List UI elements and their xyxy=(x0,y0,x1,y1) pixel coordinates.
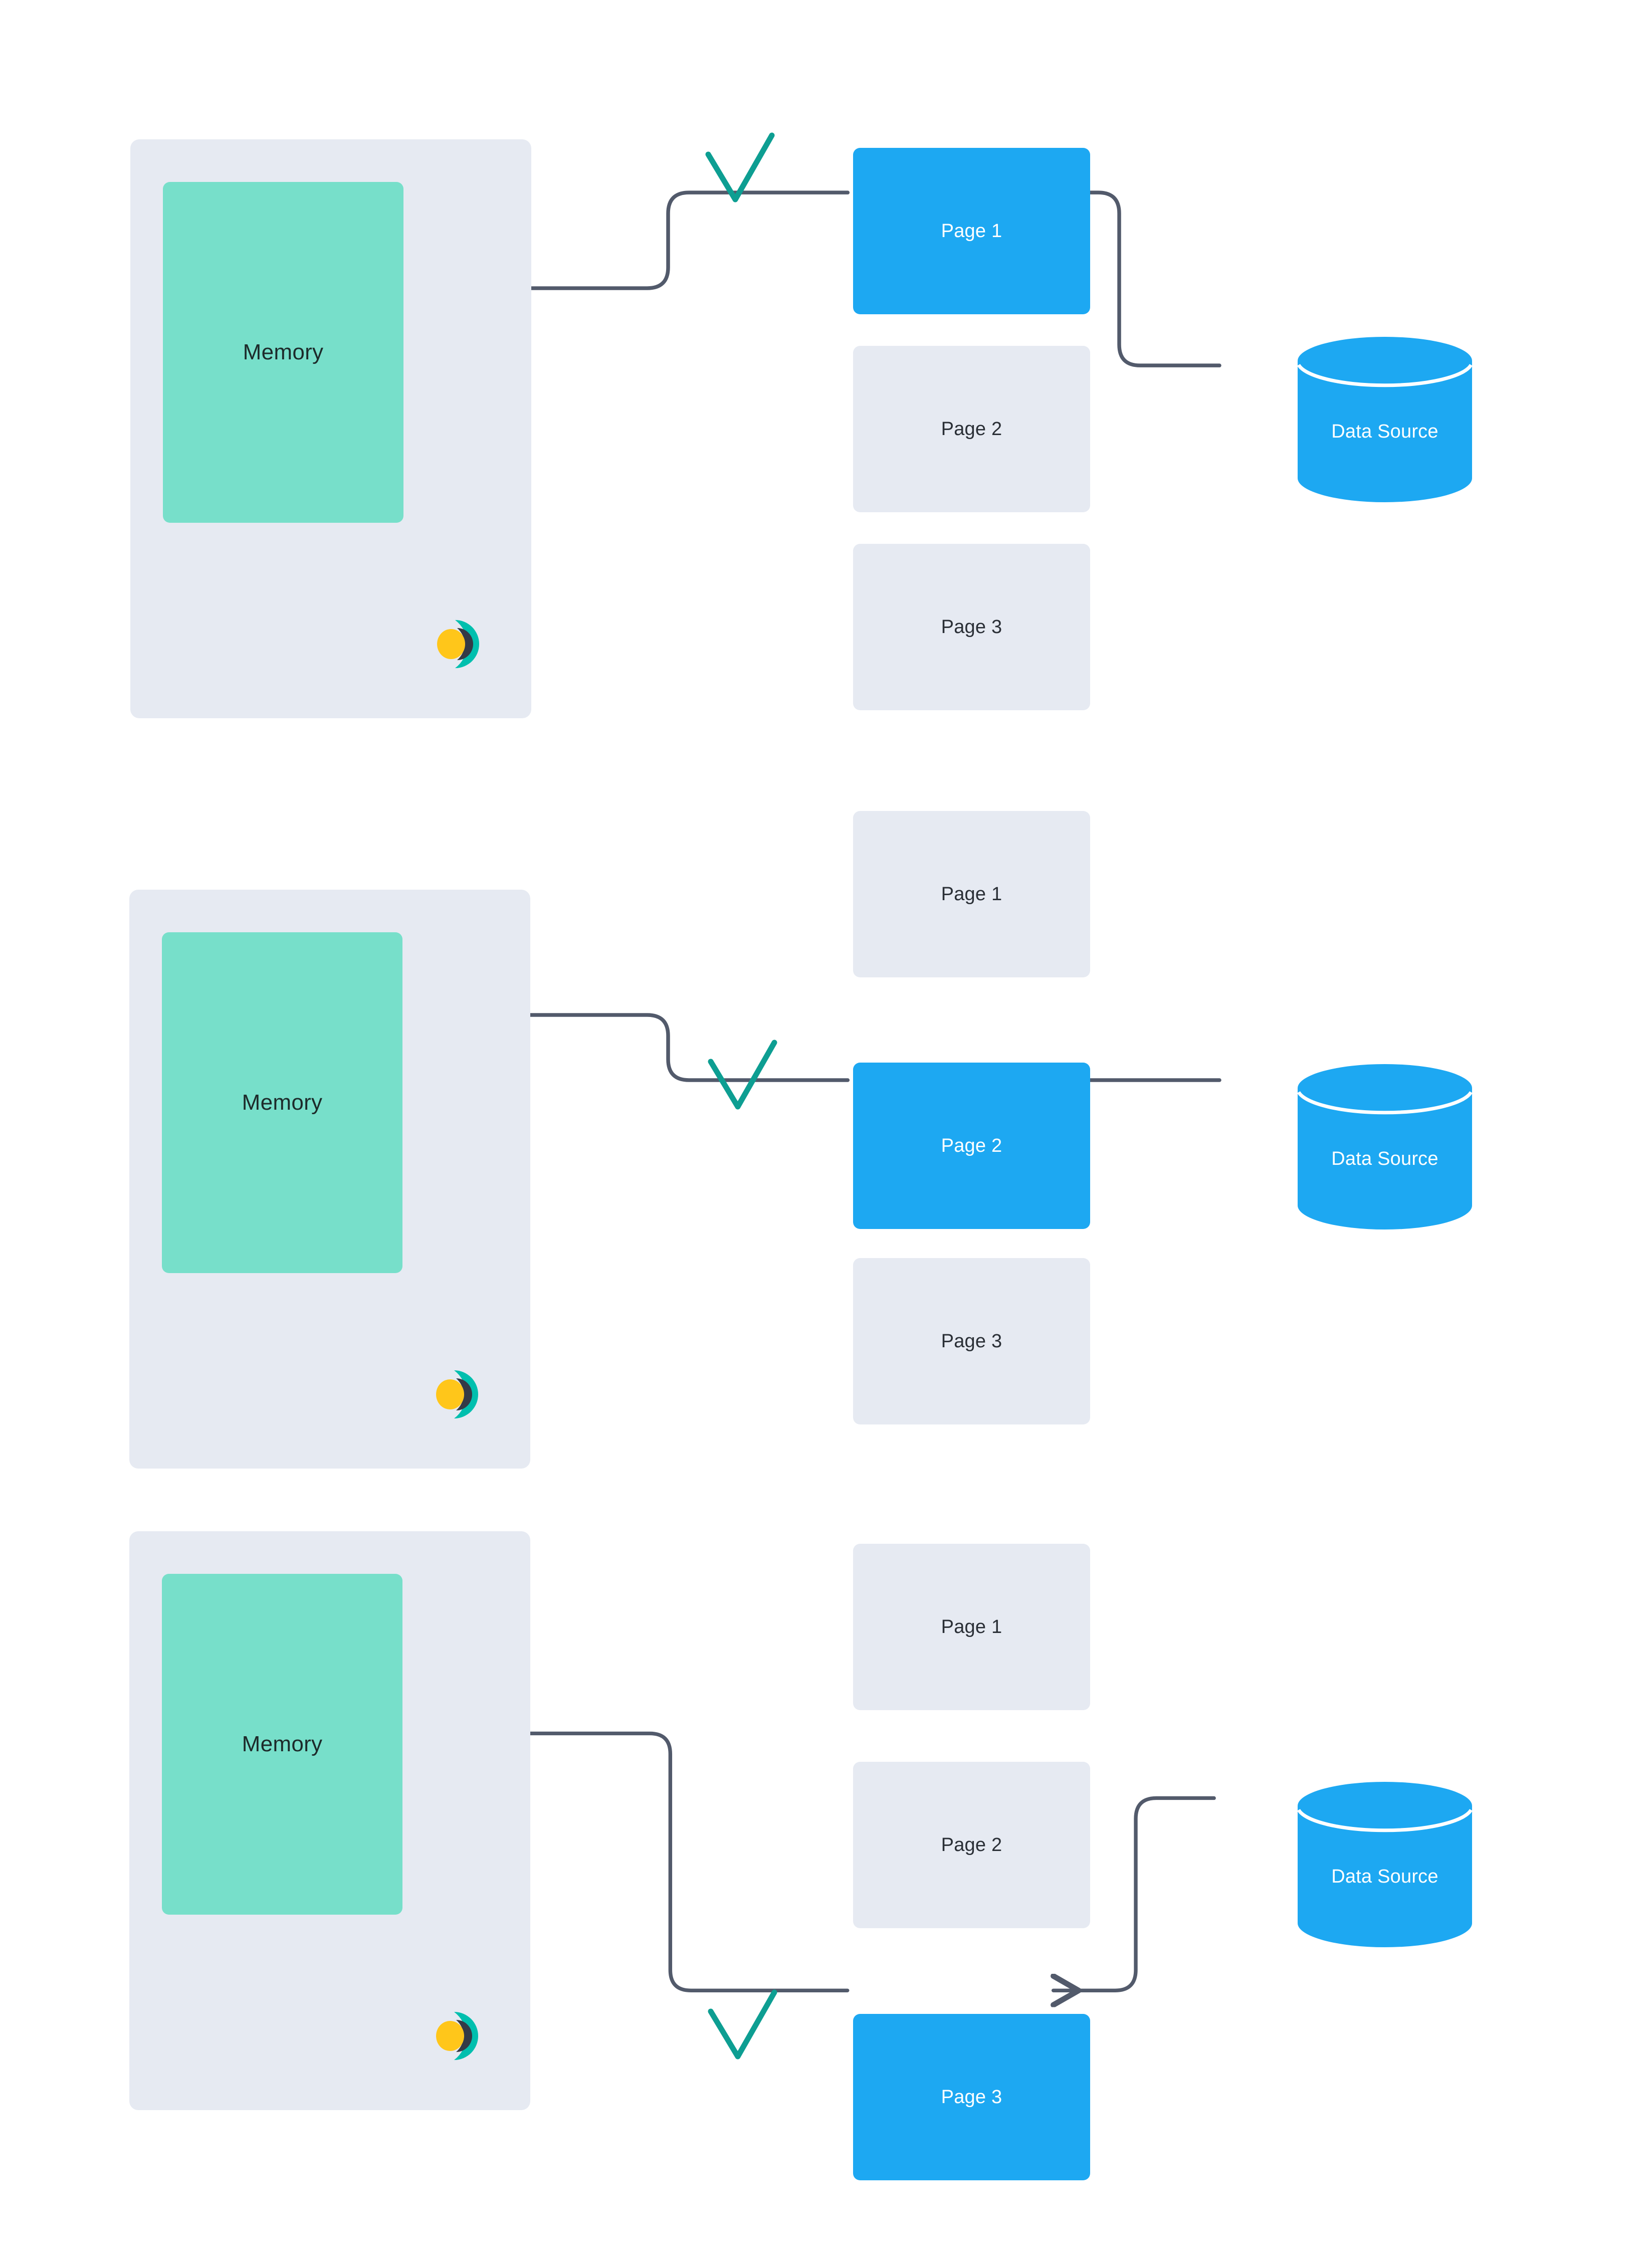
connector-page3-to-memory xyxy=(485,1733,850,1992)
page-label: Page 3 xyxy=(941,2086,1002,2108)
page-label: Page 3 xyxy=(941,1330,1002,1352)
page-label: Page 1 xyxy=(941,220,1002,242)
page-box-1[interactable]: Page 1 xyxy=(853,1544,1090,1710)
brand-logo-icon xyxy=(437,620,479,668)
data-source-node[interactable]: Data Source xyxy=(1297,1782,1473,1947)
database-cylinder-icon xyxy=(1297,337,1473,502)
memory-block: Memory xyxy=(162,932,402,1273)
page-box-1[interactable]: Page 1 xyxy=(853,148,1090,314)
data-source-node[interactable]: Data Source xyxy=(1297,337,1473,502)
check-wrap-3 xyxy=(702,1982,782,2070)
page-box-2[interactable]: Page 2 xyxy=(853,1762,1090,1928)
database-cylinder-icon xyxy=(1297,1782,1473,1947)
brand-logo-icon xyxy=(436,1370,478,1418)
page-box-2[interactable]: Page 2 xyxy=(853,346,1090,512)
page-label: Page 1 xyxy=(941,883,1002,905)
page-label: Page 2 xyxy=(941,418,1002,440)
check-wrap-2 xyxy=(702,1033,782,1120)
data-source-label: Data Source xyxy=(1331,1148,1438,1169)
page-box-2[interactable]: Page 2 xyxy=(853,1063,1090,1229)
page-box-3[interactable]: Page 3 xyxy=(853,2014,1090,2180)
page-label: Page 2 xyxy=(941,1135,1002,1156)
page-box-3[interactable]: Page 3 xyxy=(853,1258,1090,1424)
connector-page2-to-memory xyxy=(480,1015,850,1082)
check-icon xyxy=(705,132,775,202)
memory-panel: Memory xyxy=(130,139,531,718)
diagram-step-2: Memory Page 1 Page 2 Page 3 xyxy=(0,752,1652,1504)
memory-panel: Memory xyxy=(129,1531,530,2110)
diagram-step-1: Memory Page 1 Page 2 Page 3 xyxy=(0,0,1652,752)
connector-page1-to-memory xyxy=(480,190,850,288)
memory-panel: Memory xyxy=(129,890,530,1469)
check-wrap-1 xyxy=(699,125,779,213)
memory-block: Memory xyxy=(163,182,403,523)
database-cylinder-icon xyxy=(1297,1064,1473,1229)
brand-logo-icon xyxy=(436,2012,478,2060)
page-label: Page 1 xyxy=(941,1616,1002,1637)
page-label: Page 2 xyxy=(941,1834,1002,1856)
memory-label: Memory xyxy=(242,1090,323,1115)
memory-label: Memory xyxy=(243,340,324,364)
diagram-step-3: Memory Page 1 Page 2 Page 3 xyxy=(0,1499,1652,2261)
memory-label: Memory xyxy=(242,1732,323,1756)
page-box-3[interactable]: Page 3 xyxy=(853,544,1090,710)
data-source-label: Data Source xyxy=(1331,1866,1438,1887)
check-icon xyxy=(708,1989,777,2060)
data-source-node[interactable]: Data Source xyxy=(1297,1064,1473,1229)
memory-block: Memory xyxy=(162,1574,402,1915)
check-icon xyxy=(708,1040,777,1110)
page-label: Page 3 xyxy=(941,616,1002,638)
data-source-label: Data Source xyxy=(1331,421,1438,442)
page-box-1[interactable]: Page 1 xyxy=(853,811,1090,977)
